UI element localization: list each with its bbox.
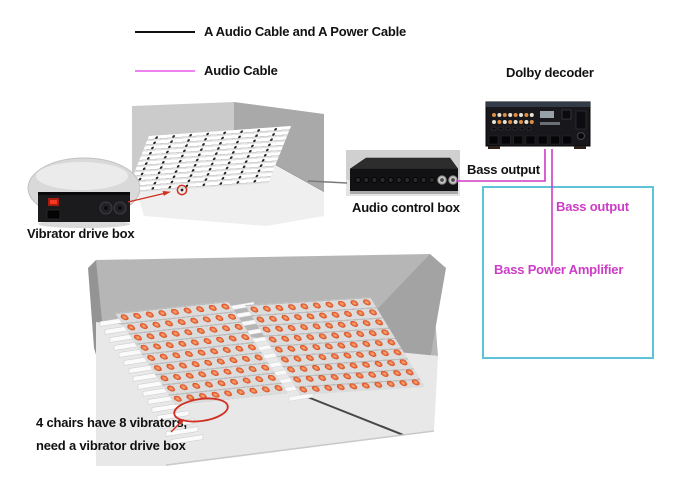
legend-black-line bbox=[135, 31, 195, 33]
legend-magenta-line bbox=[135, 70, 195, 72]
legend-label-audio-power-cable: A Audio Cable and A Power Cable bbox=[204, 24, 407, 39]
audio-control-box-image bbox=[346, 150, 460, 196]
room2-front-mask bbox=[156, 431, 450, 470]
vibrator-drive-box-image bbox=[27, 157, 140, 228]
annotation-line1: 4 chairs have 8 vibrators, bbox=[36, 415, 187, 430]
dolby-decoder-label: Dolby decoder bbox=[506, 65, 594, 80]
annotation-line2: need a vibrator drive box bbox=[36, 438, 186, 453]
legend-label-audio-cable: Audio Cable bbox=[204, 63, 278, 78]
room2-wall-floor-edge bbox=[299, 393, 417, 441]
bass-power-amplifier-label: Bass Power Amplifier bbox=[494, 262, 624, 277]
small-ports bbox=[491, 126, 532, 131]
vibrator-drive-box-label: Vibrator drive box bbox=[27, 226, 135, 241]
terminal-row bbox=[488, 135, 573, 145]
rca-jacks bbox=[492, 113, 534, 124]
dolby-decoder-image bbox=[485, 101, 591, 149]
vibrator-rails-grid bbox=[126, 126, 291, 193]
power-inlet bbox=[46, 209, 61, 220]
control-knobs bbox=[354, 176, 435, 184]
bass-power-amplifier-box bbox=[482, 186, 654, 359]
bass-output-label-top: Bass output bbox=[467, 162, 540, 177]
audio-control-box-label: Audio control box bbox=[352, 200, 460, 215]
bass-output-label-inner: Bass output bbox=[556, 199, 629, 214]
room2-stage-edge bbox=[165, 430, 435, 466]
